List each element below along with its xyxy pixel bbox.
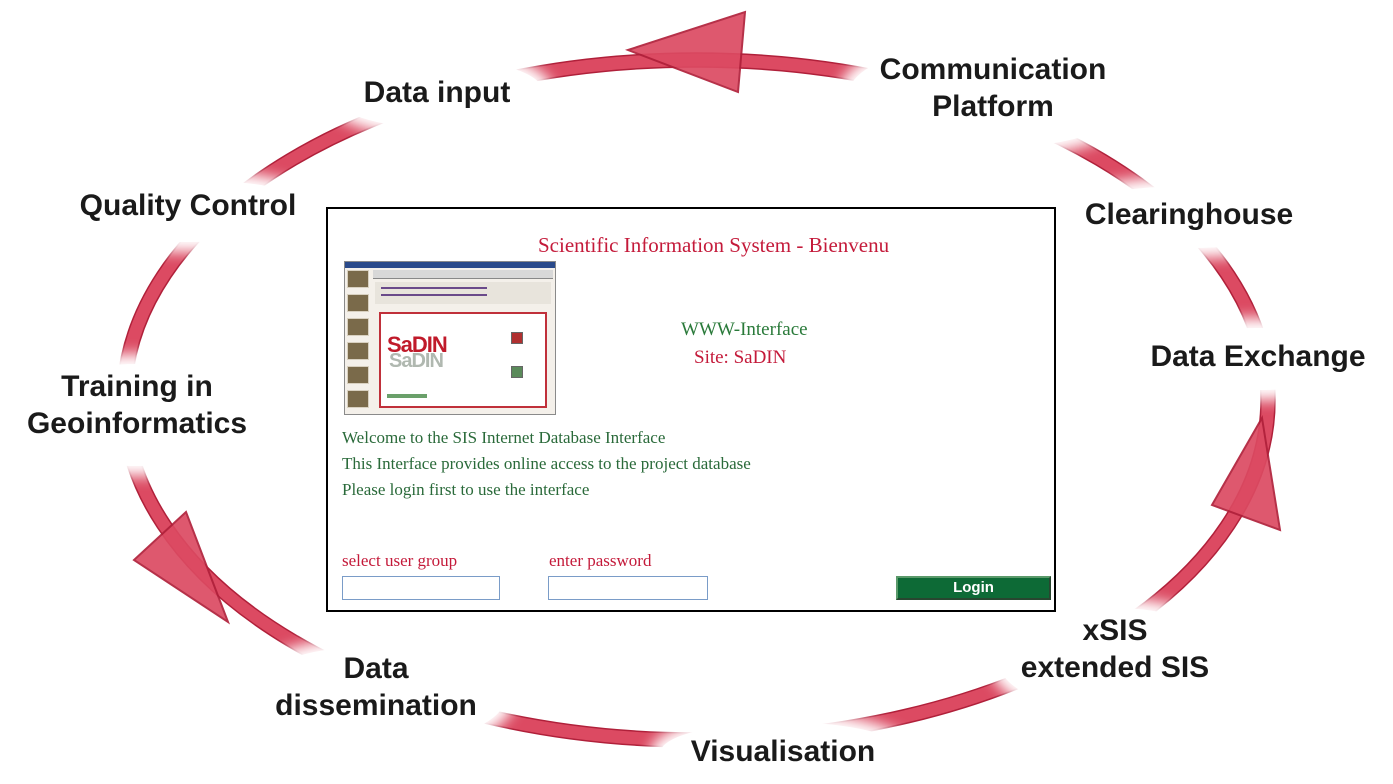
label-data-dissemination: Data dissemination (246, 650, 506, 724)
panel-title: Scientific Information System - Bienvenu (538, 233, 890, 257)
label-xsis-line2: extended SIS (1020, 651, 1210, 684)
thumbnail-photo (347, 342, 369, 360)
cloud-dissemination (246, 646, 506, 746)
label-training-line1: Training in (61, 370, 213, 403)
label-clearinghouse-text: Clearinghouse (1084, 198, 1294, 231)
label-visualisation-text: Visualisation (690, 735, 876, 768)
label-communication-line1: Communication (879, 53, 1107, 86)
thumbnail-photo (347, 270, 369, 288)
thumbnail-logo: SaDIN (387, 332, 448, 357)
label-data-exchange: Data Exchange (1130, 338, 1386, 375)
label-data-input: Data input (340, 74, 534, 111)
thumbnail-footer-logo (387, 394, 427, 398)
user-group-label: select user group (342, 551, 458, 570)
label-communication-platform: Communication Platform (848, 51, 1138, 125)
thumbnail-card: SaDIN SaDIN (379, 312, 547, 408)
label-training-geoinformatics: Training in Geoinformatics (6, 368, 268, 442)
cloud-data-exchange (1126, 328, 1390, 390)
site-text: Site: SaDIN (694, 347, 787, 368)
www-interface-text: WWW-Interface (681, 319, 808, 340)
arrow-head-left (132, 510, 231, 625)
label-data-exchange-text: Data Exchange (1150, 340, 1366, 373)
thumbnail-photo (347, 294, 369, 312)
sadin-thumbnail-image: SaDIN SaDIN (344, 261, 556, 415)
label-xsis: xSIS extended SIS (998, 612, 1232, 686)
thumbnail-filmstrip (347, 270, 369, 412)
label-data-input-text: Data input (363, 76, 511, 109)
cloud-xsis (998, 608, 1232, 712)
label-dissemination-line2: dissemination (275, 689, 477, 722)
password-label: enter password (549, 551, 652, 570)
cloud-clearinghouse (1058, 186, 1322, 248)
label-dissemination-line1: Data (343, 652, 409, 685)
label-xsis-line1: xSIS (1082, 614, 1148, 647)
label-quality-control-text: Quality Control (79, 189, 297, 222)
label-clearinghouse: Clearinghouse (1062, 196, 1316, 233)
thumbnail-logo-reflection: SaDIN (389, 350, 444, 372)
label-visualisation: Visualisation (664, 733, 902, 770)
login-panel: Scientific Information System - Bienvenu… (326, 207, 1056, 612)
cloud-data-input (330, 58, 544, 128)
arrow-head-right (1210, 415, 1282, 532)
cloud-training (6, 364, 268, 466)
thumbnail-photo (347, 318, 369, 336)
welcome-line-1: Welcome to the SIS Internet Database Int… (342, 428, 666, 447)
login-button[interactable]: Login (896, 576, 1051, 600)
cloud-communication (848, 42, 1138, 148)
thumbnail-titlebar (345, 262, 555, 268)
thumbnail-header (375, 282, 551, 304)
label-communication-line2: Platform (932, 90, 1054, 123)
thumbnail-tabs (373, 270, 553, 279)
label-quality-control: Quality Control (54, 187, 322, 224)
thumbnail-green-icon (511, 366, 523, 378)
cloud-quality-control (54, 180, 322, 242)
label-training-line2: Geoinformatics (26, 407, 248, 440)
thumbnail-red-icon (511, 332, 523, 344)
arrow-head-top (624, 10, 747, 94)
thumbnail-photo (347, 366, 369, 384)
welcome-line-2: This Interface provides online access to… (342, 454, 751, 473)
user-group-input[interactable] (342, 576, 500, 600)
welcome-line-3: Please login first to use the interface (342, 480, 590, 499)
thumbnail-photo (347, 390, 369, 408)
password-input[interactable] (548, 576, 708, 600)
